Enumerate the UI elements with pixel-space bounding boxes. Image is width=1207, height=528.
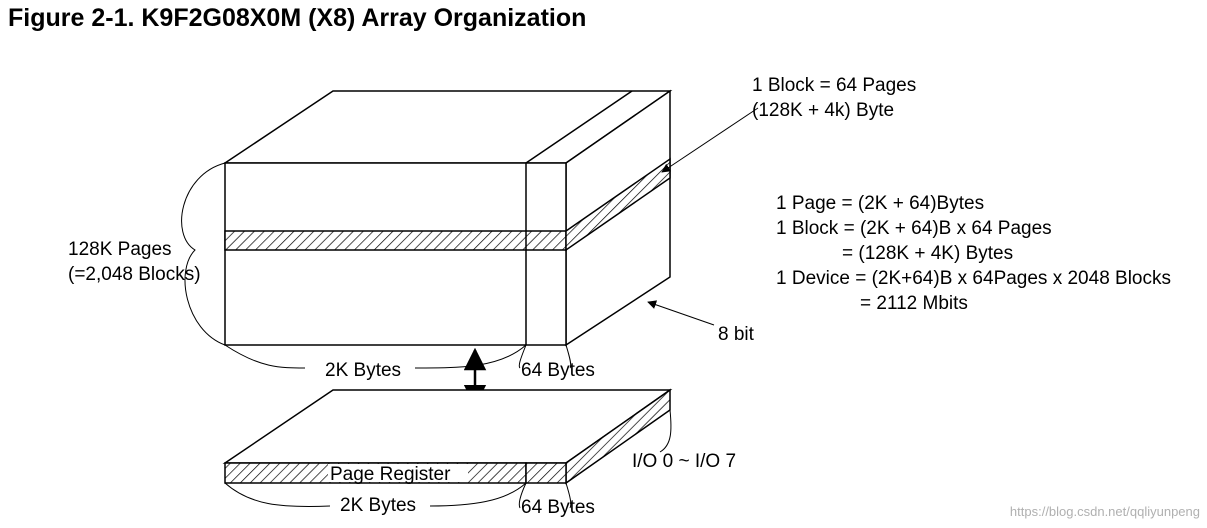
formula-line: 1 Block = (2K + 64)B x 64 Pages bbox=[776, 218, 1052, 239]
array-spare-brace bbox=[518, 344, 527, 369]
register-name-label: Page Register bbox=[330, 464, 451, 485]
watermark: https://blog.csdn.net/qqliyunpeng bbox=[1010, 504, 1200, 519]
array-main-width-label: 2K Bytes bbox=[325, 360, 401, 381]
formula-line: 1 Page = (2K + 64)Bytes bbox=[776, 193, 984, 214]
page-strip-front bbox=[224, 230, 567, 251]
register-label-bg bbox=[328, 464, 468, 482]
io-lines-label: I/O 0 ~ I/O 7 bbox=[632, 451, 736, 472]
spare-column-divider bbox=[525, 90, 633, 345]
register-front-spare bbox=[525, 462, 567, 484]
depth-leader-line bbox=[647, 300, 715, 326]
register-main-brace-r bbox=[429, 482, 527, 507]
figure-title: Figure 2-1. K9F2G08X0M (X8) Array Organi… bbox=[8, 4, 587, 32]
array-main-brace bbox=[224, 344, 306, 369]
block-strip-side bbox=[565, 157, 671, 252]
cell-array-box bbox=[222, 89, 673, 347]
array-front-face bbox=[224, 162, 567, 346]
depth-label: 8 bit bbox=[718, 324, 755, 345]
register-main-width-label: 2K Bytes bbox=[340, 495, 416, 516]
block-leader-line bbox=[661, 107, 759, 173]
formula-line: 1 Device = (2K+64)B x 64Pages x 2048 Blo… bbox=[776, 268, 1171, 289]
register-spare-brace-r bbox=[565, 482, 572, 509]
pages-brace bbox=[181, 162, 226, 346]
block-pages-label: 1 Block = 64 Pages bbox=[752, 75, 916, 96]
pages-count-label: 128K Pages bbox=[68, 239, 172, 260]
formula-line: = (128K + 4K) Bytes bbox=[842, 243, 1013, 264]
blocks-count-label: (=2,048 Blocks) bbox=[68, 264, 201, 285]
array-spare-brace-r bbox=[565, 344, 572, 369]
register-spare-width-label: 64 Bytes bbox=[521, 497, 595, 518]
block-bytes-label: (128K + 4k) Byte bbox=[752, 100, 894, 121]
register-spare-brace bbox=[518, 482, 527, 509]
io-leader bbox=[659, 409, 672, 453]
array-main-brace-r bbox=[414, 344, 527, 369]
array-spare-width-label: 64 Bytes bbox=[521, 360, 595, 381]
formula-line: = 2112 Mbits bbox=[860, 293, 968, 314]
register-main-brace bbox=[224, 482, 331, 508]
